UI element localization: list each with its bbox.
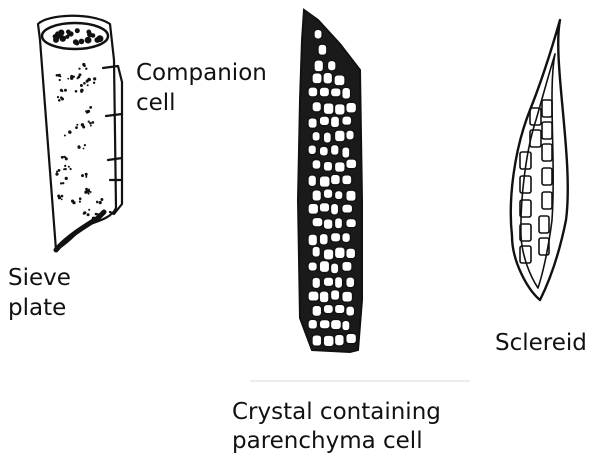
- sieve-plate-label-line2: plate: [8, 294, 66, 322]
- sclereid-label: Sclereid: [495, 329, 587, 357]
- companion-cell-label-line1: Companion: [136, 59, 267, 87]
- crystal-label-line2: parenchyma cell: [232, 427, 423, 455]
- sieve-plate-top: [53, 28, 104, 45]
- sieve-plate-label-line1: Sieve: [8, 264, 71, 292]
- crystal-label-line1: Crystal containing: [232, 398, 441, 426]
- sieve-tube-element: [38, 16, 122, 250]
- sieve-tube-cytoplasm-dots: [55, 63, 103, 220]
- companion-cell-label-line2: cell: [136, 89, 176, 117]
- crystal-parenchyma-cell: [298, 10, 362, 352]
- sclereid-cell: [511, 20, 568, 300]
